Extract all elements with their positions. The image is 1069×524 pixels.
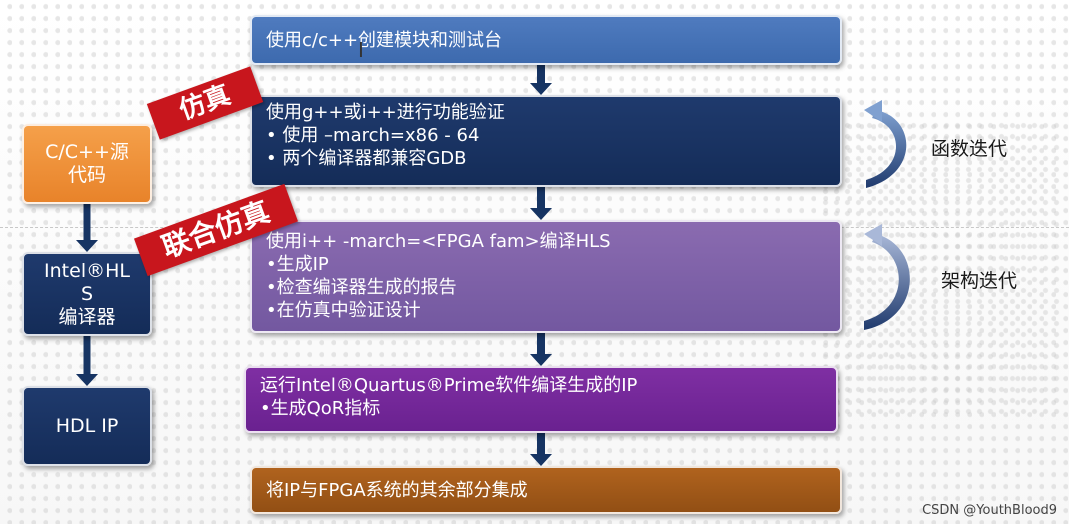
compiler-line: Intel®HL (44, 259, 130, 282)
text-cursor-icon: I (358, 38, 364, 62)
step-integrate-box: 将IP与FPGA系统的其余部分集成 (250, 466, 842, 514)
step2-bullet: • 两个编译器都兼容GDB (266, 148, 467, 169)
world-map-dots (820, 120, 1060, 420)
source-code-box: C/C++源 代码 (22, 124, 152, 204)
arrow-step4-step5 (530, 433, 552, 466)
step-functional-verify-box: 使用g++或i++进行功能验证 • 使用 –march=x86 - 64 • 两… (250, 95, 842, 187)
step4-bullet: •生成QoR指标 (260, 398, 381, 419)
step1-text: 使用c/c++创建模块和测试台 (266, 30, 503, 51)
hdl-ip-box: HDL IP (22, 386, 152, 466)
step-quartus-box: 运行Intel®Quartus®Prime软件编译生成的IP •生成QoR指标 (244, 366, 838, 433)
step4-title: 运行Intel®Quartus®Prime软件编译生成的IP (260, 375, 638, 396)
arrow-compiler-hdl (76, 336, 98, 386)
step3-bullet: •检查编译器生成的报告 (266, 277, 457, 298)
step2-title: 使用g++或i++进行功能验证 (266, 102, 505, 123)
function-iteration-label: 函数迭代 (931, 138, 1008, 160)
step-compile-hls-box: 使用i++ -march=<FPGA fam>编译HLS •生成IP •检查编译… (250, 220, 842, 333)
arrow-step3-step4 (530, 333, 552, 366)
compiler-line: 编译器 (58, 305, 116, 328)
step-create-module-box: 使用c/c++创建模块和测试台 (250, 15, 842, 65)
step2-bullet: • 使用 –march=x86 - 64 (266, 125, 480, 146)
arrow-source-compiler (76, 204, 98, 252)
arrow-step1-step2 (530, 65, 552, 95)
compiler-line: S (80, 282, 94, 305)
architecture-iteration-label: 架构迭代 (941, 270, 1018, 292)
hls-compiler-box: Intel®HL S 编译器 (22, 252, 152, 336)
step3-bullet: •在仿真中验证设计 (266, 300, 421, 321)
source-line: C/C++源 (45, 141, 129, 163)
arrow-step2-step3 (530, 187, 552, 220)
step3-bullet: •生成IP (266, 254, 329, 275)
source-line: 代码 (67, 164, 106, 186)
function-iteration-arrow-icon (864, 100, 907, 188)
step3-title: 使用i++ -march=<FPGA fam>编译HLS (266, 231, 611, 252)
hdl-label: HDL IP (55, 414, 119, 437)
architecture-iteration-arrow-icon (864, 224, 910, 330)
watermark: CSDN @YouthBlood9 (922, 503, 1057, 518)
step5-text: 将IP与FPGA系统的其余部分集成 (266, 480, 528, 501)
